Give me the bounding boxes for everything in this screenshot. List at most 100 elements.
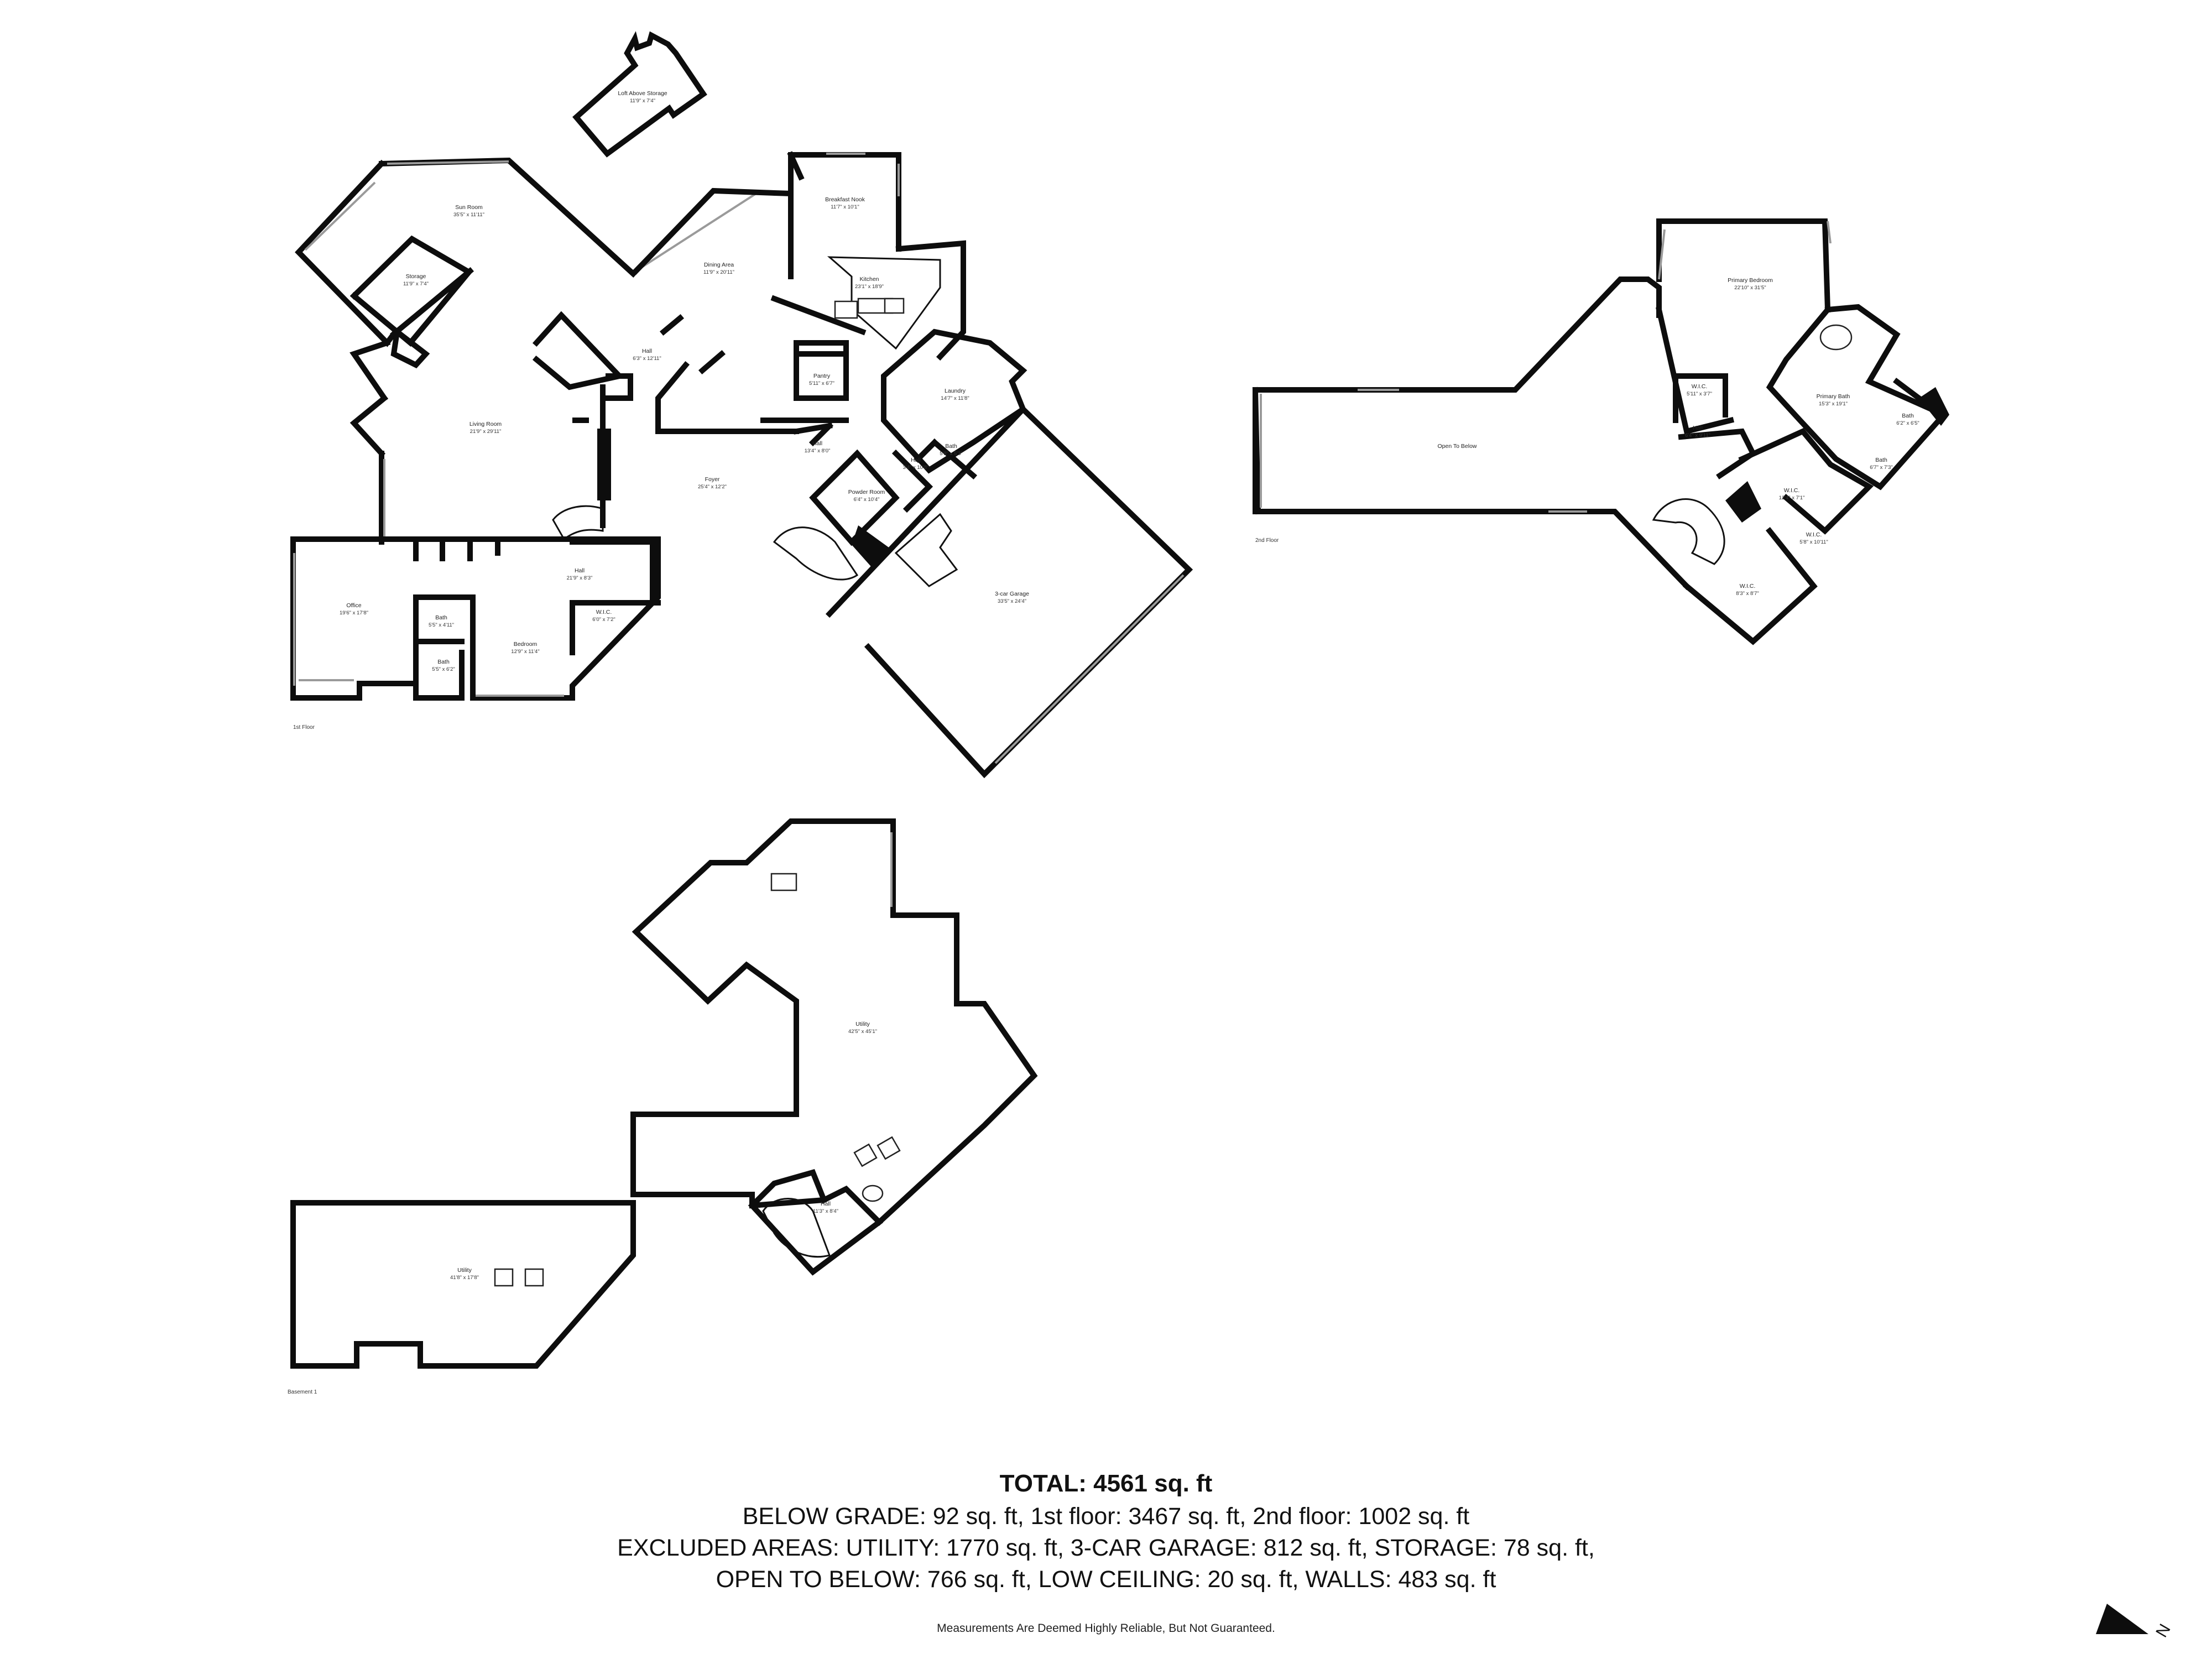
furnace-2 xyxy=(877,1136,901,1160)
room-label-hall-b: Hall xyxy=(812,440,822,447)
room-dimension-wic-d: 5'8" x 10'11" xyxy=(1799,539,1828,545)
disclaimer: Measurements Are Deemed Highly Reliable,… xyxy=(937,1622,1275,1635)
room-dimension-sun-room: 35'5" x 11'11" xyxy=(453,212,484,218)
utility-a-walls xyxy=(630,818,1038,1226)
stair-to-loft xyxy=(390,326,430,369)
north-label: N xyxy=(2152,1621,2174,1640)
room-label-hall-d: Hall xyxy=(575,567,585,574)
curved-stair-first xyxy=(773,526,859,581)
room-dimension-storage: 11'9" x 7'4" xyxy=(403,281,429,287)
furnace-1 xyxy=(853,1143,878,1167)
stair-landing-second xyxy=(1725,481,1761,523)
sun-room-walls xyxy=(295,157,638,347)
stair-landing xyxy=(852,525,890,570)
south-wing-walls xyxy=(290,536,661,701)
curved-stair-basement xyxy=(762,1198,831,1258)
room-dimension-hall-d: 21'9" x 8'3" xyxy=(567,575,593,581)
loft-outline xyxy=(572,31,707,158)
room-label-wic-c: W.I.C. xyxy=(1784,487,1800,494)
room-dimension-hall-f: 11'3" x 8'4" xyxy=(813,1208,838,1214)
room-dimension-powder: 6'4" x 10'4" xyxy=(854,497,880,503)
room-label-bedroom: Bedroom xyxy=(514,641,538,648)
room-label-powder: Powder Room xyxy=(848,489,885,495)
garage-step xyxy=(894,513,958,587)
utility-a-fixture xyxy=(770,873,797,891)
room-label-sun-room: Sun Room xyxy=(455,204,483,211)
first-floor-plan xyxy=(290,31,1193,779)
fireplace-column xyxy=(597,429,611,500)
room-label-hall-f: Hall xyxy=(821,1201,831,1207)
room-label-wic-a: W.I.C. xyxy=(596,609,612,615)
room-label-bath-e: Bath xyxy=(1875,457,1887,463)
compass-icon: N xyxy=(2096,1604,2174,1641)
primary-bedroom-windows xyxy=(1658,221,1832,280)
curved-stair-second xyxy=(1652,498,1725,565)
room-dimension-utility-a: 42'5" x 45'1" xyxy=(848,1029,877,1035)
room-label-garage: 3-car Garage xyxy=(995,591,1029,597)
bathtub xyxy=(1819,324,1853,351)
hall-e-walls xyxy=(1678,428,1757,479)
garage-walls xyxy=(825,405,1193,779)
bath-a-walls xyxy=(914,438,978,480)
room-label-pantry: Pantry xyxy=(813,373,831,379)
room-dimension-bath-c: 5'5" x 6'2" xyxy=(432,666,455,672)
room-dimension-bath-e: 6'7" x 7'3" xyxy=(1870,465,1893,471)
hall-angled-walls xyxy=(532,311,690,434)
room-dimension-wic-a: 6'0" x 7'2" xyxy=(592,617,615,623)
floor-label-first: 1st Floor xyxy=(293,724,315,731)
room-dimension-bath-a: 5'8" x 5'3" xyxy=(940,451,963,457)
open-to-below-walls xyxy=(1252,276,1691,591)
utility-b-fixture-1 xyxy=(494,1268,514,1287)
room-dimension-hall-b: 13'4" x 8'0" xyxy=(805,448,831,454)
wic-b-walls xyxy=(1673,373,1728,423)
office-windows xyxy=(293,553,564,697)
pantry-walls xyxy=(794,351,849,401)
total-area: TOTAL: 4561 sq. ft xyxy=(999,1470,1213,1497)
room-label-kitchen: Kitchen xyxy=(859,276,879,283)
room-dimension-living: 21'9" x 29'11" xyxy=(470,429,502,435)
room-label-bath-a: Bath xyxy=(945,443,957,450)
living-room-walls xyxy=(349,339,606,545)
area-breakdown-line-2: EXCLUDED AREAS: UTILITY: 1770 sq. ft, 3-… xyxy=(617,1535,1595,1561)
garage-doors xyxy=(994,574,1185,764)
room-dimension-office: 19'6" x 17'8" xyxy=(340,610,368,616)
room-label-living: Living Room xyxy=(469,421,502,427)
room-dimension-primary-bed: 22'10" x 31'5" xyxy=(1734,285,1766,291)
room-dimension-garage: 33'5" x 24'4" xyxy=(998,598,1026,604)
room-dimension-breakfast: 11'7" x 10'1" xyxy=(831,204,859,210)
room-dimension-hall-a: 6'3" x 12'11" xyxy=(633,356,661,362)
room-label-bath-d: Bath xyxy=(1902,413,1914,419)
utility-b-fixture-2 xyxy=(524,1268,544,1287)
area-breakdown-line-1: BELOW GRADE: 92 sq. ft, 1st floor: 3467 … xyxy=(742,1503,1470,1530)
room-label-hall-e: Hall xyxy=(1693,425,1703,431)
storage-walls xyxy=(349,235,473,347)
laundry-walls xyxy=(881,328,1027,474)
room-label-bath-c: Bath xyxy=(437,659,450,665)
room-label-primary-bath: Primary Bath xyxy=(1817,393,1850,400)
primary-bath-walls xyxy=(1766,304,1949,491)
room-label-hall-a: Hall xyxy=(642,348,652,354)
room-label-wic-b: W.I.C. xyxy=(1692,383,1708,390)
room-dimension-kitchen: 23'1" x 18'9" xyxy=(855,284,884,290)
room-label-laundry: Laundry xyxy=(945,388,966,394)
room-label-utility-a: Utility xyxy=(855,1021,870,1027)
north-arrow xyxy=(2096,1604,2148,1634)
dining-walls xyxy=(632,187,794,375)
foyer-walls xyxy=(570,421,834,600)
room-label-bath-b: Bath xyxy=(435,614,447,621)
kitchen-island xyxy=(834,300,858,319)
water-heater xyxy=(862,1185,884,1202)
kitchen-counter-outline xyxy=(827,256,941,350)
primary-bedroom-walls xyxy=(1656,218,1831,435)
room-dimension-hall-c: 3'4" x 10'8" xyxy=(903,465,929,471)
room-label-storage: Storage xyxy=(406,273,426,280)
room-label-open-below: Open To Below xyxy=(1437,443,1477,450)
room-dimension-primary-bath: 15'3" x 19'1" xyxy=(1819,401,1848,407)
chimney-second xyxy=(1919,387,1949,426)
basement-plan xyxy=(290,818,1038,1369)
hall-d-walls xyxy=(413,536,500,561)
powder-room-walls xyxy=(809,449,933,546)
room-label-utility-b: Utility xyxy=(457,1267,472,1274)
